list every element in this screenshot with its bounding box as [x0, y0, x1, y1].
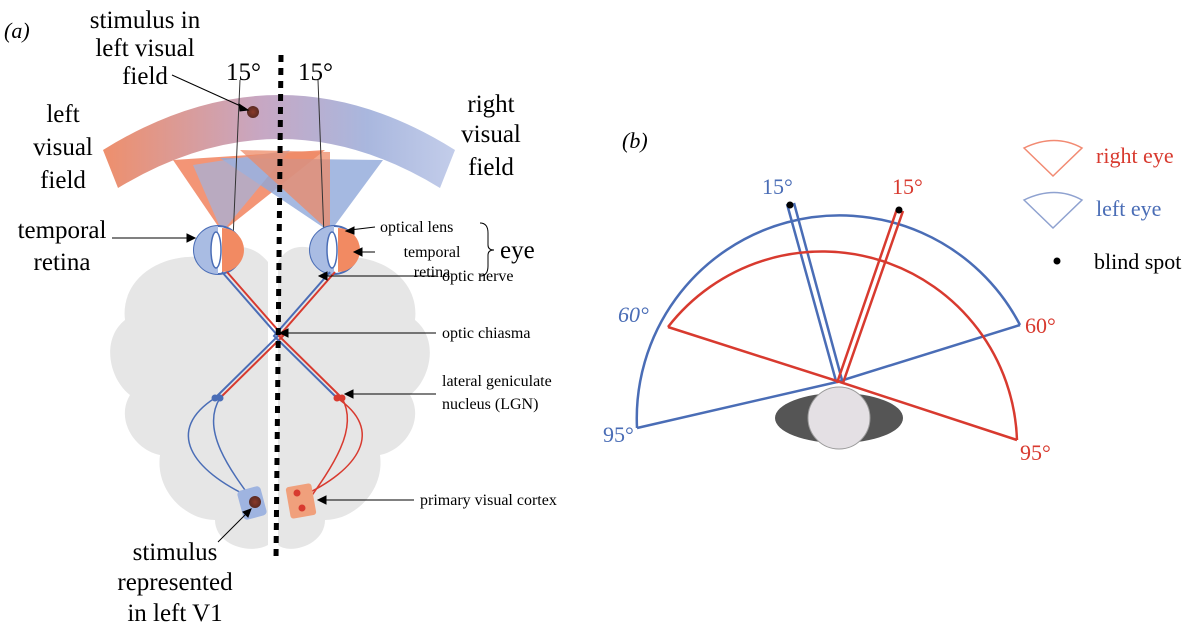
temporal-retina-left-line2: retina	[34, 249, 91, 276]
legend-blind-spot: blind spot	[1094, 249, 1181, 274]
left-eye-legend-icon	[1022, 191, 1084, 230]
right-field-line3: field	[468, 154, 514, 181]
stimulus-v1-line1: stimulus	[133, 539, 218, 566]
legend-left-eye: left eye	[1096, 196, 1161, 221]
optic-nerve-label: optic nerve	[442, 268, 514, 285]
stimulus-label-line3: field	[122, 63, 168, 90]
head	[807, 386, 871, 450]
optic-nerves	[214, 271, 343, 399]
left-field-line1: left	[46, 101, 79, 128]
blind-spot-legend-icon	[1053, 257, 1061, 265]
v1-label: primary visual cortex	[420, 492, 557, 509]
stimulus-dot	[247, 106, 259, 118]
blind-spot-left	[786, 201, 794, 209]
right-field-line2: visual	[461, 121, 521, 148]
midline	[273, 54, 284, 561]
right-eye-field	[667, 208, 1019, 442]
angle-60-blue: 60°	[618, 302, 649, 327]
v1-stimulus-dot	[249, 496, 261, 508]
visual-field-arc	[103, 95, 455, 188]
angle-15-red: 15°	[892, 174, 923, 199]
legend-right-eye: right eye	[1096, 143, 1174, 168]
eye-label: eye	[500, 237, 535, 264]
lgn-label-line2: nucleus (LGN)	[442, 396, 538, 413]
angle-95-red: 95°	[1020, 440, 1051, 465]
angle-15-left: 15°	[226, 59, 261, 86]
stimulus-label-line2: left visual	[95, 35, 194, 62]
stimulus-v1-line3: in left V1	[127, 600, 222, 627]
panel-b-label: (b)	[622, 128, 648, 153]
left-eye-field	[635, 202, 1022, 430]
right-v1	[285, 483, 317, 519]
stimulus-v1-line2: represented	[117, 569, 233, 596]
eye-brace	[479, 222, 495, 277]
legend: right eye left eye blind spot	[1022, 139, 1181, 274]
left-field-line3: field	[40, 167, 86, 194]
panel-b: (b) 15° 15° 60° 60° 95° 95°	[603, 128, 1181, 465]
panel-a: (a)	[4, 7, 557, 627]
angle-15-right: 15°	[298, 59, 333, 86]
right-eye-legend-icon	[1022, 139, 1084, 178]
v1-red-dot	[298, 504, 306, 512]
blind-spot-right	[895, 206, 903, 214]
angle-60-red: 60°	[1025, 313, 1056, 338]
lgn-label-line1: lateral geniculate	[442, 373, 552, 390]
left-field-line2: visual	[33, 134, 93, 161]
annotation-arrows	[112, 74, 436, 543]
optic-chiasma-label: optic chiasma	[442, 325, 530, 342]
angle-15-blue: 15°	[762, 174, 793, 199]
temporal-retina-right-line1: temporal	[404, 244, 461, 261]
optical-lens-label: optical lens	[380, 219, 453, 236]
temporal-retina-right-line2: retina	[414, 264, 450, 281]
stimulus-label-line1: stimulus in	[90, 7, 201, 34]
right-field-line1: right	[467, 91, 514, 118]
brain-silhouette	[110, 246, 430, 549]
panel-a-label: (a)	[4, 18, 30, 43]
field-projections	[173, 79, 383, 263]
angle-95-blue: 95°	[603, 422, 634, 447]
temporal-retina-left-line1: temporal	[18, 217, 107, 244]
v1-red-dot	[293, 489, 301, 497]
left-eye	[193, 225, 244, 275]
